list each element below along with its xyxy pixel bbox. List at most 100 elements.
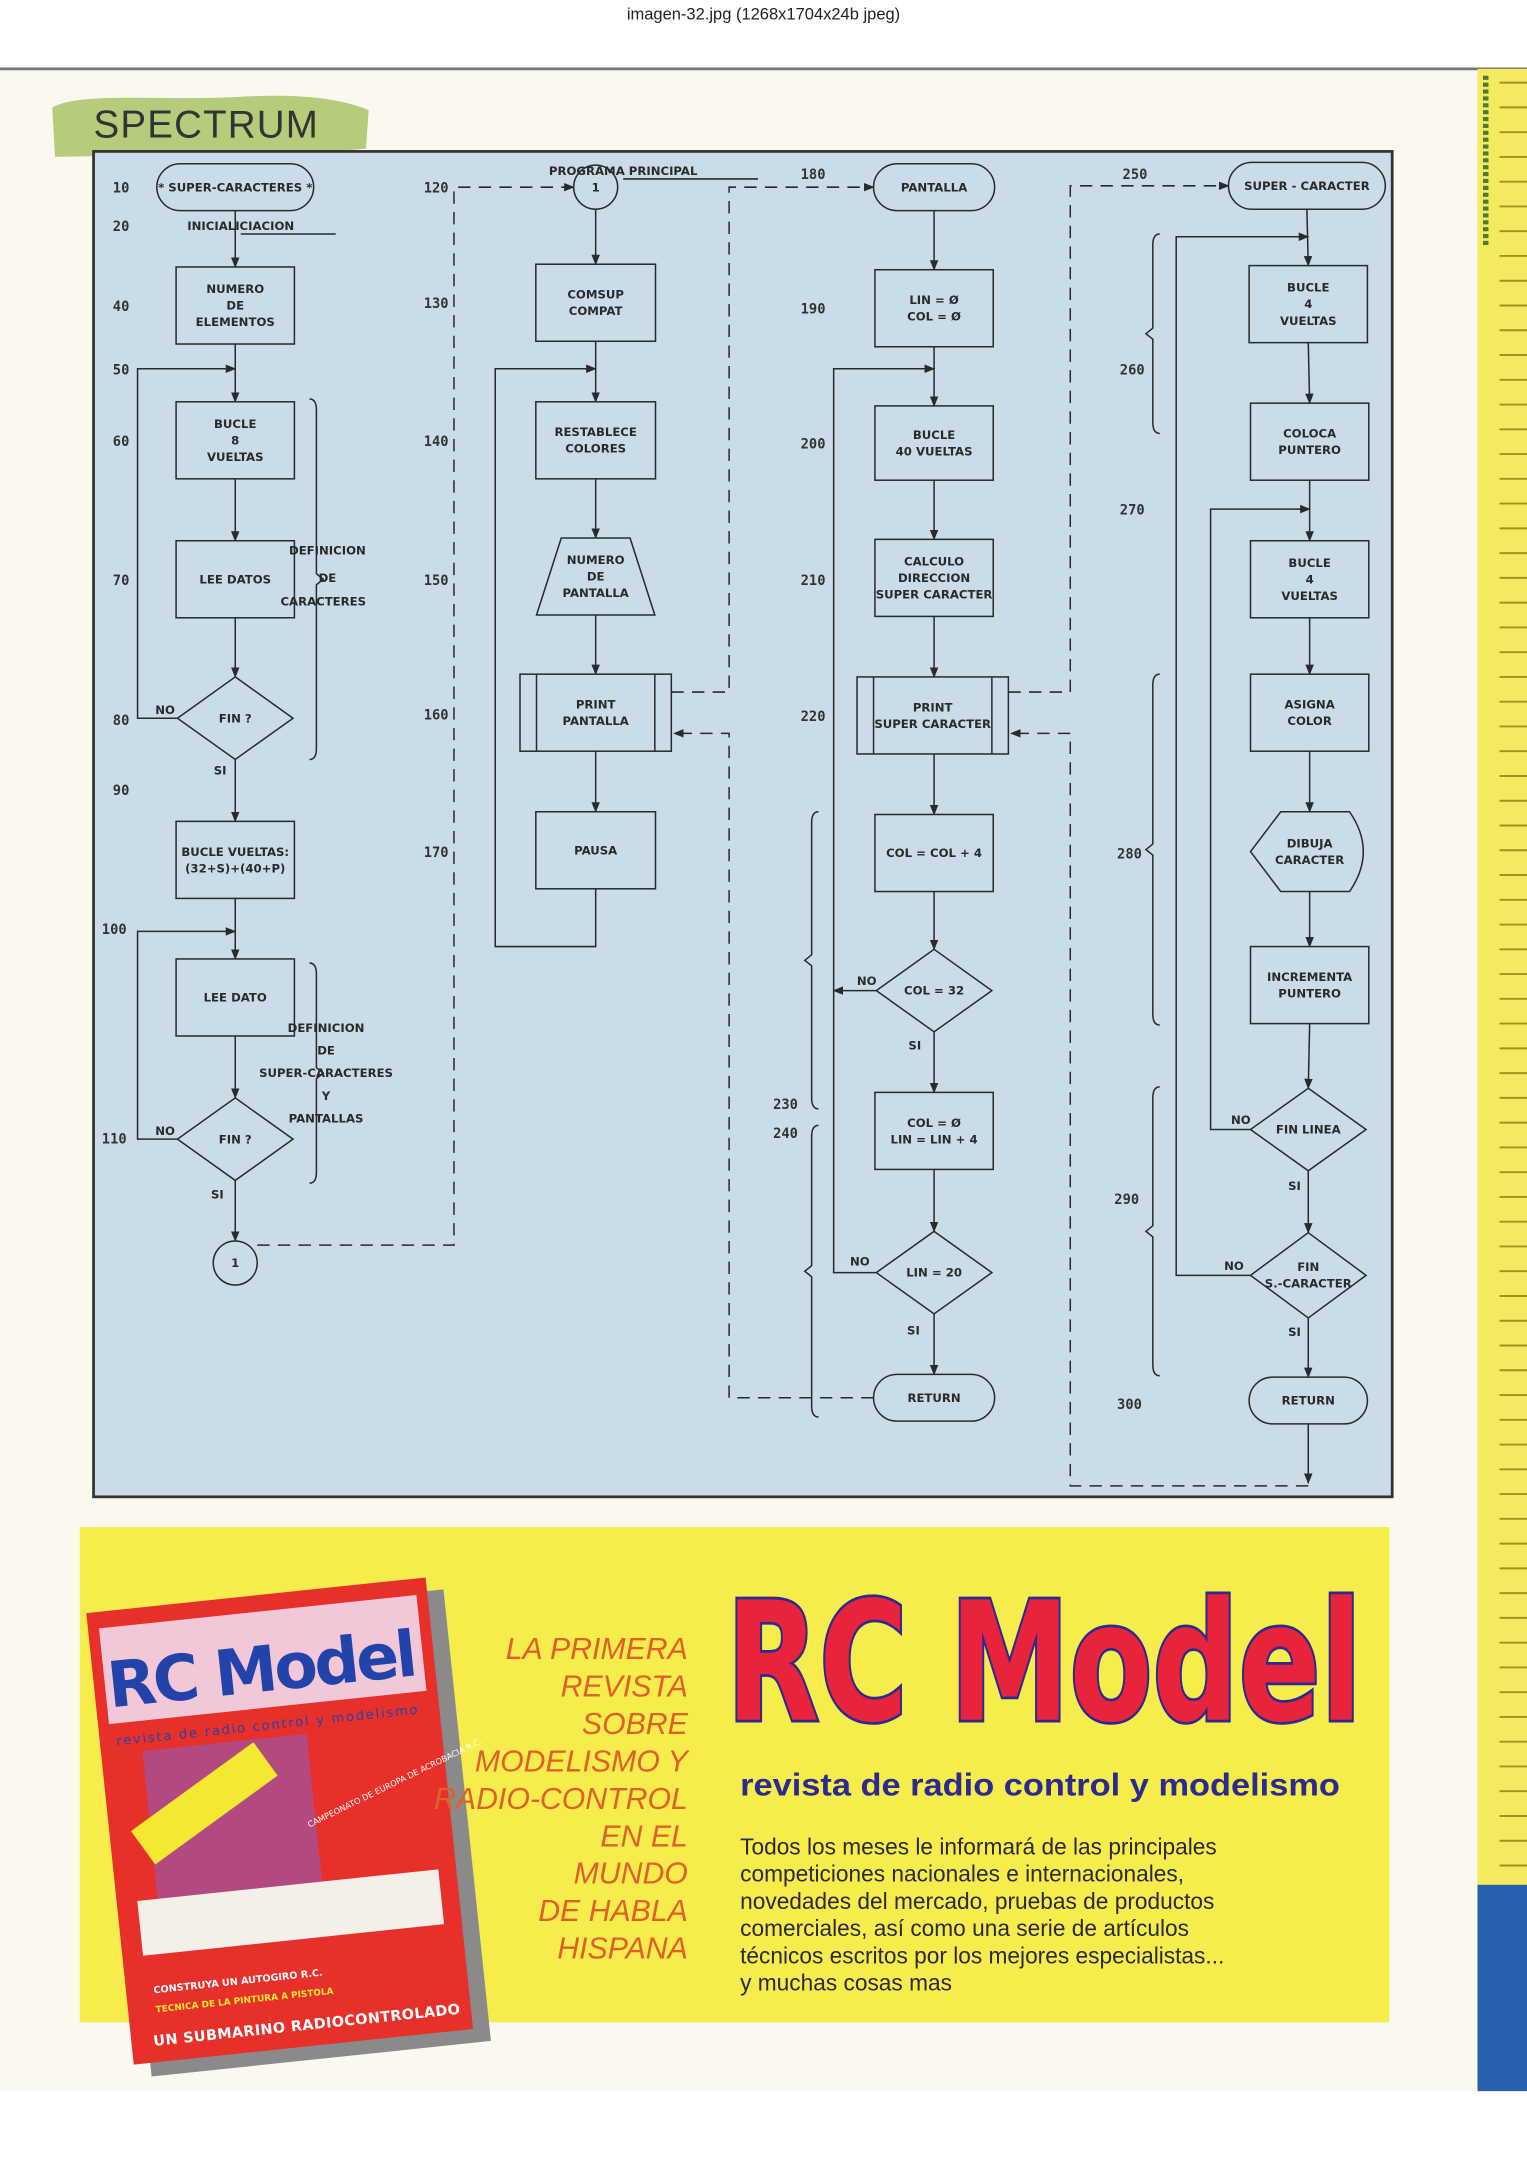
slogan-line: HISPANA [557,1933,688,1966]
label-inicializacion: INICIALICIACION [187,219,294,233]
cover-logo-band [98,1595,427,1725]
body-line: Todos los meses le informará de las prin… [740,1834,1217,1860]
node-label: BUCLE [1288,556,1330,570]
process-box [535,263,657,343]
process-box [535,810,657,890]
node-label: PUNTERO [1278,443,1341,457]
flowchart-node-super-caracter: SUPER - CARACTER [1227,161,1387,210]
node-label: 8 [231,433,239,447]
node-label: BUCLE VUELTAS: [181,845,289,859]
line-number: 150 [424,573,449,589]
node-label: INCREMENTA [1267,970,1352,984]
node-label: DIRECCION [898,571,970,585]
line-number: 90 [113,783,130,799]
decision-diamond [875,948,994,1033]
decision-diamond [176,1096,295,1182]
node-label: COLOR [1287,714,1331,728]
slogan-line: REVISTA [561,1671,688,1704]
right-edge-strip [1477,68,1527,2092]
flowchart-node-conn1: 1 [212,1240,259,1286]
node-label: BUCLE [1287,281,1329,295]
flowchart-node-lin20: LIN = 20 [875,1230,994,1315]
edge-blue-block [1477,1884,1527,2092]
flowchart-annotations: 1020405060708090100110120130140150160170… [102,164,1301,1418]
process-box [1248,264,1369,344]
decision-diamond [1249,1087,1368,1172]
decision-diamond [176,675,295,761]
flow-arrow [1304,1023,1313,1090]
label-definicion-caracteres: DEFINICION [289,543,366,557]
flowchart-node-col32: COL = 32 [875,948,994,1033]
node-label: ELEMENTOS [196,315,275,329]
subroutine-box [519,673,673,752]
node-label: DE [226,299,244,313]
node-label: LEE DATO [204,991,267,1005]
node-label: 40 VUELTAS [896,444,973,458]
node-label: PAUSA [574,843,617,857]
viewer-title: imagen-32.jpg (1268x1704x24b jpeg) [627,5,900,23]
connector-circle [212,1240,259,1286]
node-label: S.-CARACTER [1265,1277,1352,1291]
node-label: FIN [1297,1260,1319,1274]
node-label: COL = COL + 4 [886,846,982,860]
label-definicion-super: DE [317,1044,335,1058]
dashed-connector [671,182,875,693]
node-label: LIN = Ø [909,293,959,307]
brace [1144,1086,1160,1377]
line-number: 230 [773,1097,798,1113]
node-label: COL = Ø [907,310,961,324]
line-number: 240 [773,1126,798,1142]
node-label: NUMERO [567,553,625,567]
flowchart-node-fin-linea: FIN LINEA [1249,1087,1368,1172]
slogan-line: LA PRIMERA [506,1633,688,1666]
branch-yes-label: SI [211,1187,224,1201]
body-line: competiciones nacionales e internacional… [740,1861,1184,1887]
process-box [175,266,296,345]
line-number: 160 [424,708,449,724]
node-label: 4 [1304,297,1312,311]
node-label: PANTALLA [562,586,628,600]
process-box [1249,945,1370,1025]
cover-yellow-banner [130,1742,278,1865]
flowchart-node-lee-datos: LEE DATOS [175,539,296,619]
process-box [1249,539,1370,619]
node-label: LIN = LIN + 4 [891,1132,978,1146]
brace [309,962,325,1184]
process-box [1249,673,1370,752]
flowchart-node-bucle-vueltas: BUCLE VUELTAS:(32+S)+(40+P) [175,820,296,900]
node-label: COMSUP [567,288,624,302]
branch-yes-label: SI [1288,1179,1301,1193]
line-number: 250 [1123,167,1148,183]
slogan-line: DE HABLA [538,1895,688,1928]
terminal-box [1227,161,1387,210]
dashed-connector [257,182,575,1246]
node-label: SUPER - CARACTER [1244,179,1370,193]
brace [1144,673,1160,1026]
flow-arrow [494,364,597,948]
node-label: 1 [592,180,600,194]
label-definicion-caracteres: DE [319,571,337,585]
flowchart-node-lin-col: LIN = Ø COL = Ø [874,268,994,348]
slogan-line: MUNDO [574,1858,688,1891]
flowchart-node-return1: RETURN [872,1373,996,1422]
branch-yes-label: SI [214,764,227,778]
ad-body: Todos los meses le informará de las prin… [740,1834,1224,1996]
label-definicion-caracteres: CARACTERES [280,594,366,608]
branch-no-label: NO [850,1255,870,1269]
node-label: COLORES [565,442,626,456]
line-number: 100 [102,922,127,938]
slogan-line: SOBRE [582,1708,689,1741]
node-label: RETURN [907,1391,960,1405]
process-box [175,820,296,900]
node-label: * SUPER-CARACTERES * [158,180,312,194]
flow-arrow [1175,232,1310,1277]
node-label: CALCULO [904,554,964,568]
flowchart-node-fin2: FIN ? [176,1096,295,1182]
process-box [874,1091,994,1171]
slogan-line: MODELISMO Y [475,1745,690,1778]
